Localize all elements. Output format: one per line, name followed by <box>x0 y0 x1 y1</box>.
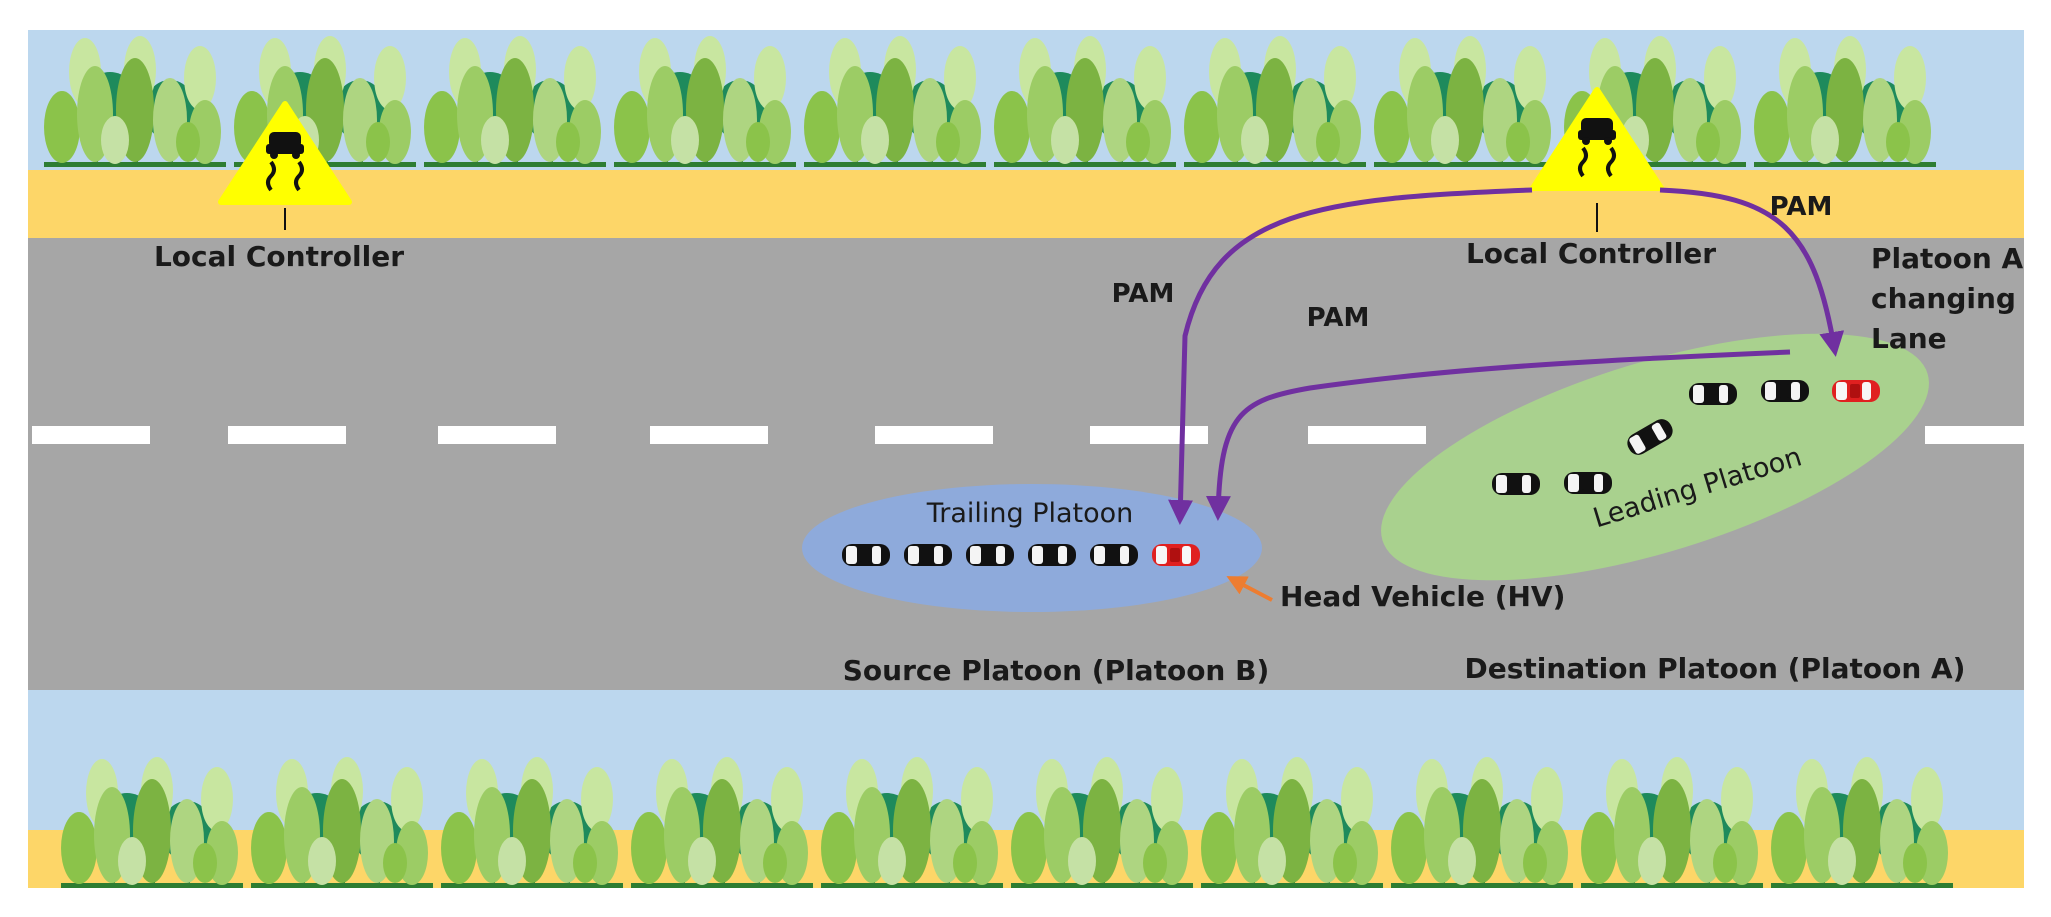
trailing-platoon-label: Trailing Platoon <box>926 498 1134 529</box>
local-controller-label-left: Local Controller <box>154 240 404 273</box>
tree-icon <box>1754 36 1936 167</box>
car-icon <box>904 544 952 566</box>
tree-icon <box>994 36 1176 167</box>
lane-dash <box>438 426 556 444</box>
pam-arrow-to-trailing-1 <box>1168 187 1533 525</box>
platoon-a-changing-line-3: Lane <box>1871 322 1947 355</box>
car-icon <box>1492 473 1540 495</box>
lane-dash <box>1308 426 1426 444</box>
destination-platoon-label: Destination Platoon (Platoon A) <box>1465 652 1966 685</box>
source-platoon-label: Source Platoon (Platoon B) <box>843 654 1270 687</box>
head-vehicle-car-icon <box>1152 544 1200 566</box>
lane-dash <box>32 426 150 444</box>
tree-icon <box>251 757 433 888</box>
car-icon <box>1761 380 1809 402</box>
pam-arrow-to-leading <box>1659 187 1845 357</box>
tree-icon <box>1201 757 1383 888</box>
tree-icon <box>1184 36 1366 167</box>
tree-icon <box>1771 757 1953 888</box>
pam-label-middle: PAM <box>1307 303 1370 333</box>
lane-dash <box>650 426 768 444</box>
car-icon <box>1090 544 1138 566</box>
tree-icon <box>821 757 1003 888</box>
sand-band-top <box>28 170 2024 238</box>
car-icon <box>1564 472 1612 494</box>
platoon-a-changing-line-2: changing <box>1871 282 2016 315</box>
tree-icon <box>804 36 986 167</box>
car-icon <box>842 544 890 566</box>
tree-icon <box>1011 757 1193 888</box>
tree-icon <box>1391 757 1573 888</box>
tree-icon <box>61 757 243 888</box>
car-icon <box>1028 544 1076 566</box>
lane-dash <box>1925 426 2043 444</box>
leading-head-car-icon <box>1832 380 1880 402</box>
pam-arrow-to-trailing-2 <box>1205 349 1791 521</box>
tree-icon <box>44 36 226 167</box>
car-icon <box>1689 383 1737 405</box>
tree-icon <box>441 757 623 888</box>
platoon-a-changing-lane-label: Platoon A changing Lane <box>1871 242 2033 355</box>
platoon-a-changing-line-1: Platoon A <box>1871 242 2024 275</box>
local-controller-label-right: Local Controller <box>1466 237 1716 270</box>
lane-dash <box>875 426 993 444</box>
tree-icon <box>631 757 813 888</box>
head-vehicle-pointer <box>1226 576 1273 602</box>
head-vehicle-label: Head Vehicle (HV) <box>1280 580 1565 613</box>
tree-icon <box>1374 36 1556 167</box>
tree-icon <box>424 36 606 167</box>
lane-dash <box>1090 426 1208 444</box>
pam-label-right: PAM <box>1770 192 1833 222</box>
car-icon <box>966 544 1014 566</box>
lane-dash <box>228 426 346 444</box>
tree-icon <box>1581 757 1763 888</box>
pam-label-left: PAM <box>1112 279 1175 309</box>
tree-icon <box>614 36 796 167</box>
